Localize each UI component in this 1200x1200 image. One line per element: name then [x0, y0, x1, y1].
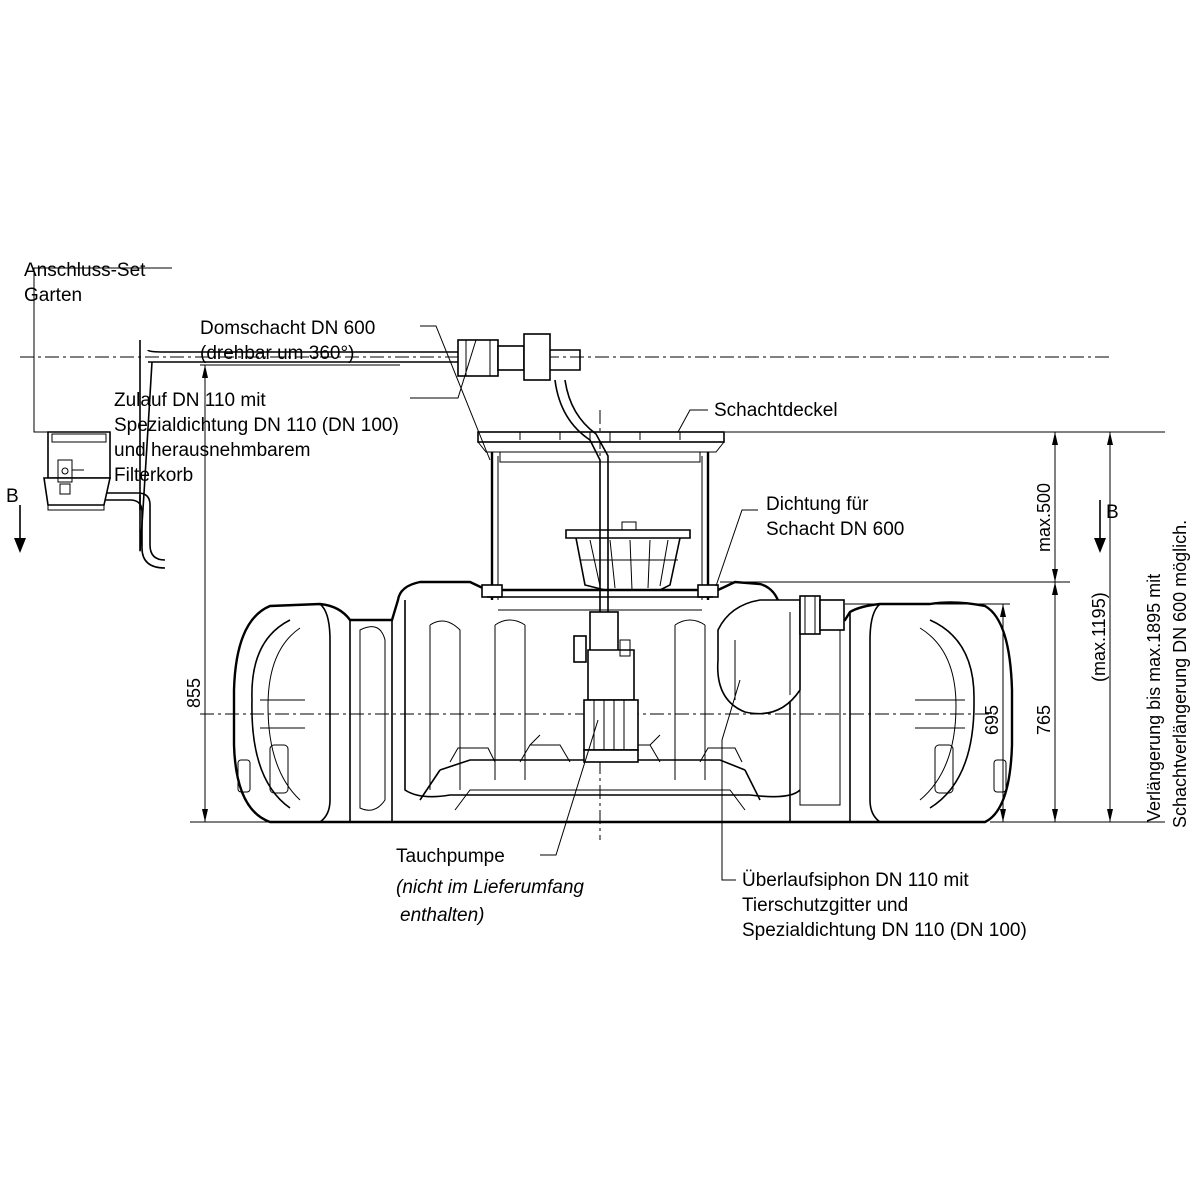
dim-855: 855 — [184, 678, 204, 708]
label-tauchpumpe: Tauchpumpe — [396, 846, 505, 867]
section-label-right: B — [1106, 502, 1119, 523]
dim-max1195: (max.1195) — [1089, 592, 1109, 682]
inlet-pipe — [88, 333, 609, 612]
submersible-pump — [573, 611, 639, 763]
filter-basket — [565, 521, 691, 591]
section-marker-right: B — [1094, 500, 1119, 553]
label-dichtung-1: Dichtung für — [766, 494, 869, 515]
dim-extension-1: Verlängerung bis max.1895 mit — [1144, 574, 1164, 822]
dim-695: 695 — [982, 705, 1002, 735]
section-label-left: B — [6, 486, 19, 507]
leader-lines — [33, 267, 758, 881]
label-dichtung-2: Schacht DN 600 — [766, 519, 904, 540]
label-ueberlauf-1: Überlaufsiphon DN 110 mit — [742, 870, 969, 891]
label-zulauf-2: Spezialdichtung DN 110 (DN 100) — [114, 415, 399, 436]
label-tauchpumpe-note-2: enthalten) — [400, 905, 485, 926]
section-marker-left: B — [6, 486, 26, 553]
label-domschacht-1: Domschacht DN 600 — [200, 318, 375, 339]
dimension-labels: 855 695 765 max.500 (max.1195) Verlänger… — [184, 483, 1190, 828]
label-zulauf-1: Zulauf DN 110 mit — [114, 390, 266, 411]
label-tauchpumpe-note-1: (nicht im Lieferumfang — [396, 877, 584, 898]
label-zulauf-4: Filterkorb — [114, 465, 193, 486]
label-schachtdeckel: Schachtdeckel — [714, 400, 838, 421]
label-anschluss-1: Anschluss-Set — [24, 260, 146, 281]
label-domschacht-2: (drehbar um 360°) — [200, 343, 354, 364]
dimension-lines — [190, 364, 1165, 823]
dim-max500: max.500 — [1034, 483, 1054, 552]
labels: Anschluss-Set Garten Domschacht DN 600 (… — [24, 260, 1027, 941]
label-anschluss-2: Garten — [24, 285, 82, 306]
dim-extension-2: Schachtverlängerung DN 600 möglich. — [1170, 520, 1190, 828]
garden-connection-box — [43, 431, 111, 511]
dome-shaft — [477, 431, 725, 611]
overflow-siphon — [716, 595, 845, 715]
label-zulauf-3: und herausnehmbarem — [114, 440, 310, 461]
label-ueberlauf-2: Tierschutzgitter und — [742, 895, 908, 916]
dim-765: 765 — [1034, 705, 1054, 735]
label-ueberlauf-3: Spezialdichtung DN 110 (DN 100) — [742, 920, 1027, 941]
